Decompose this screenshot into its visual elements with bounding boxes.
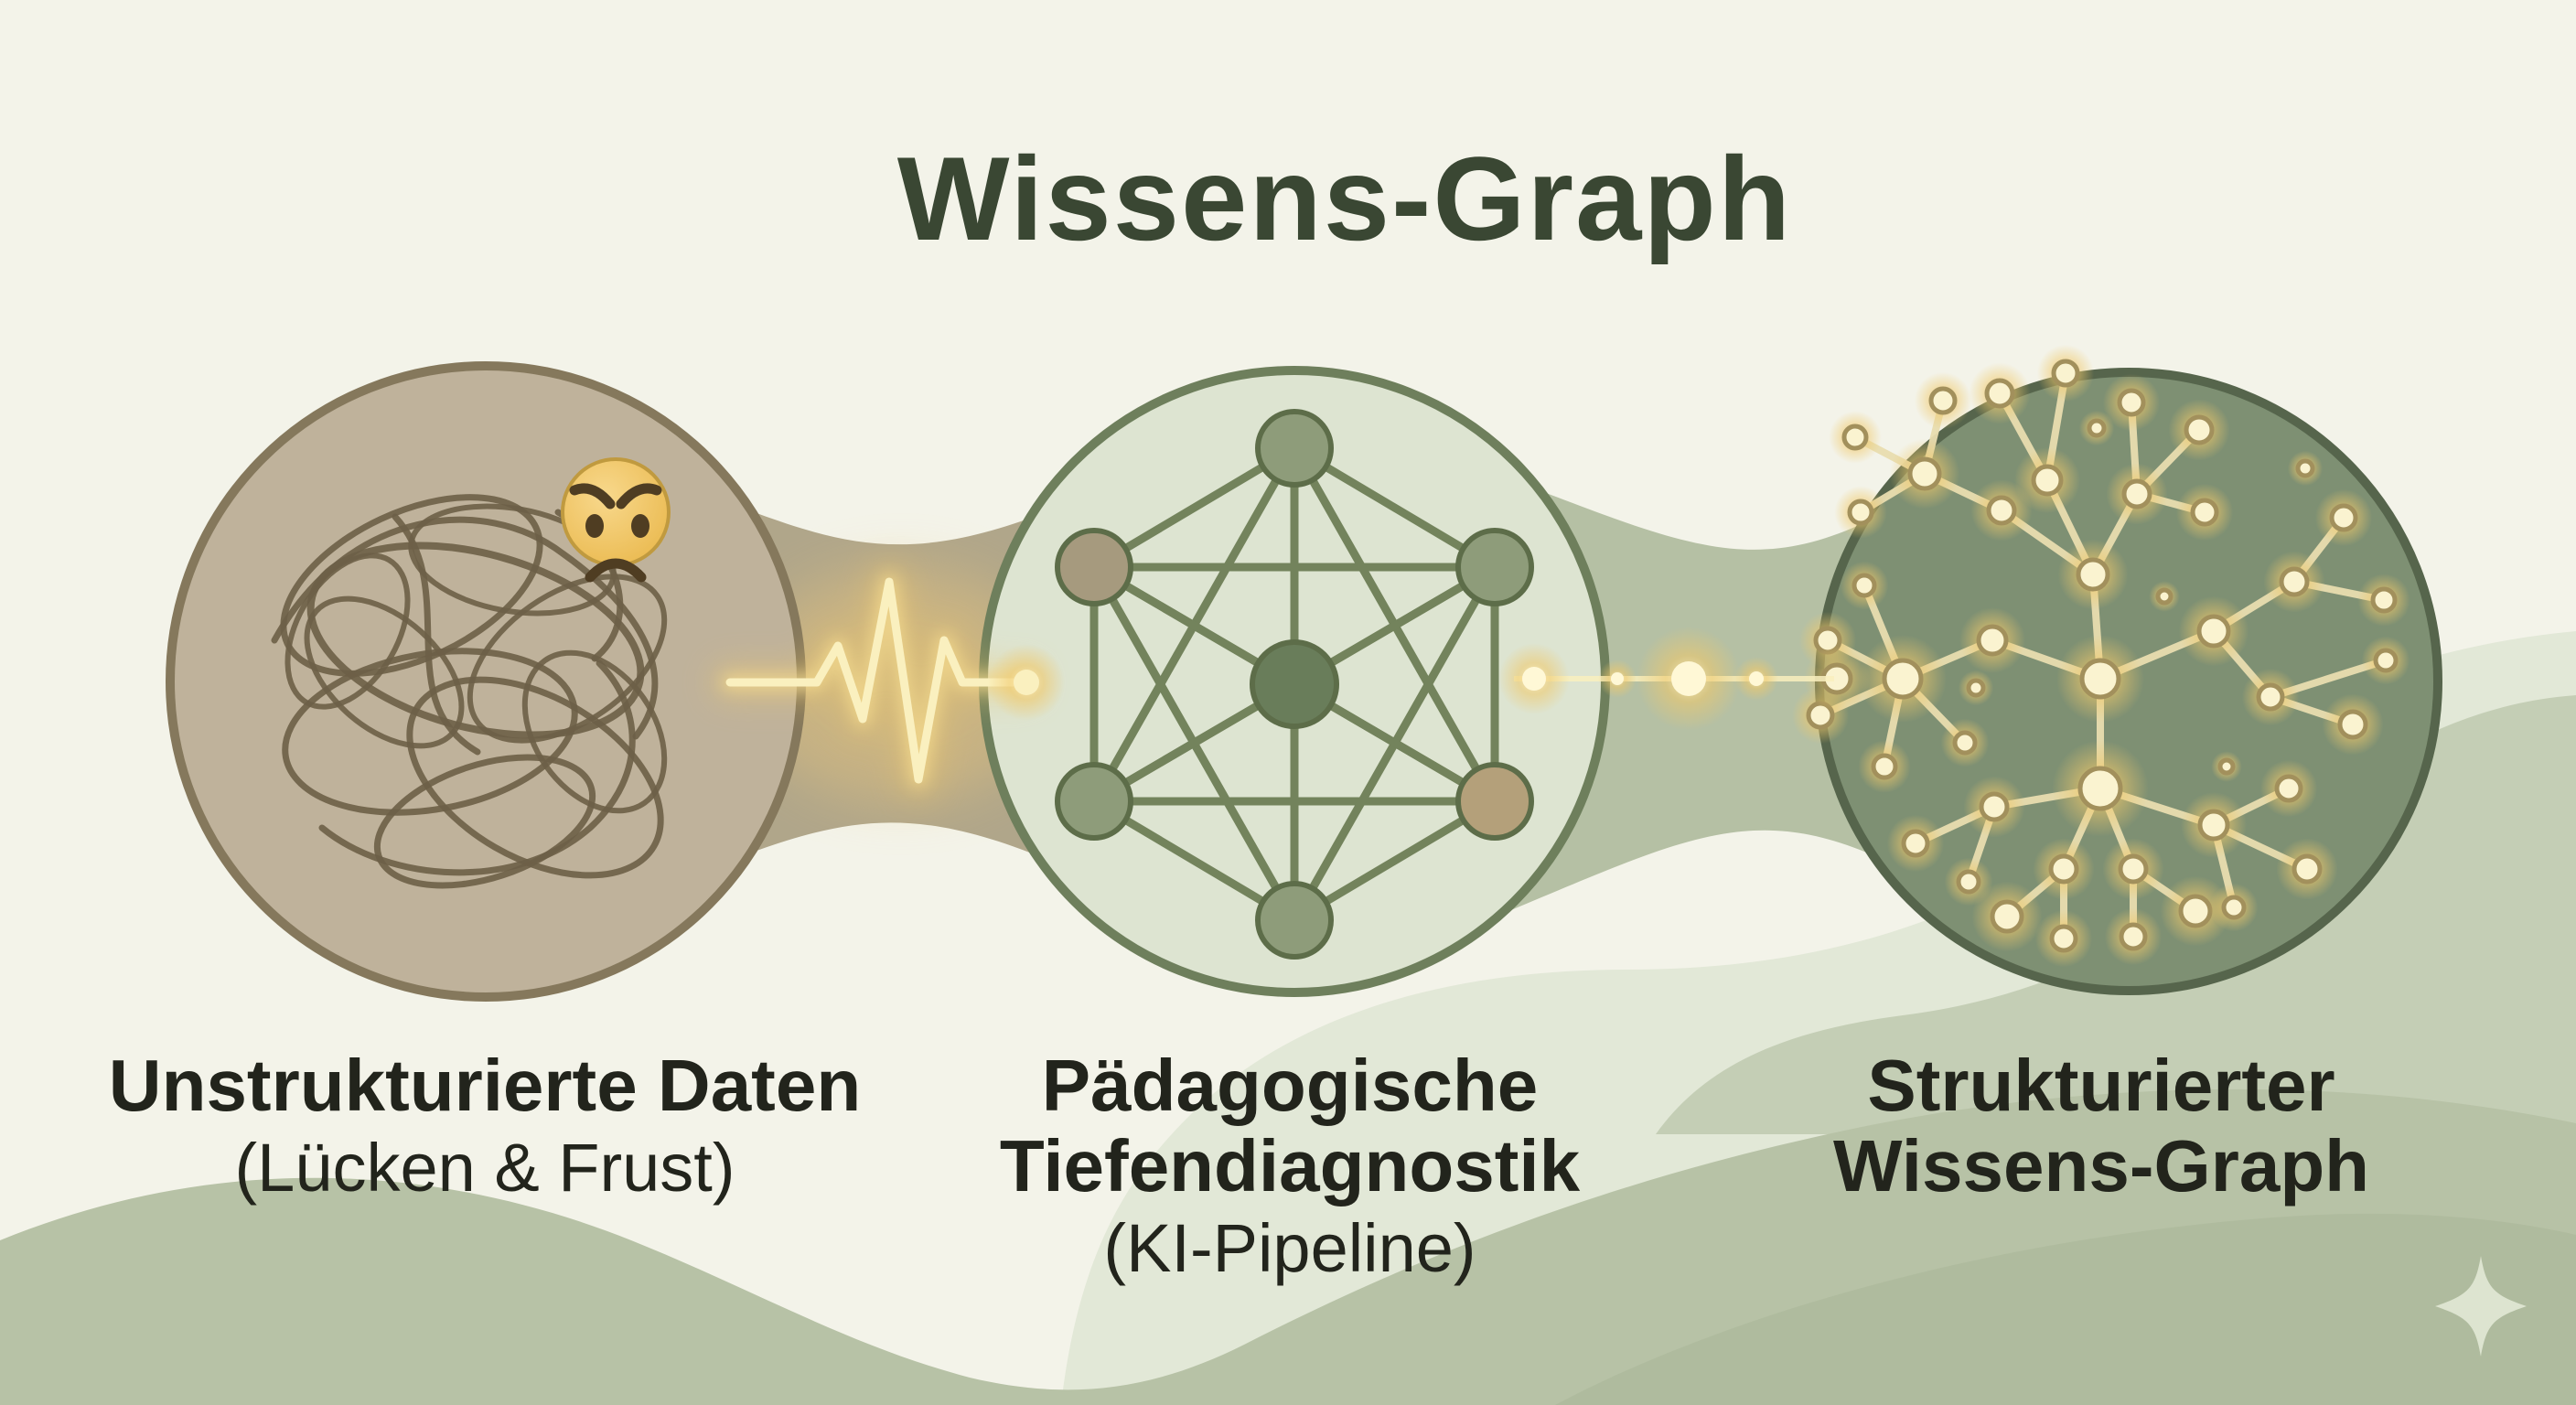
tree-node [2051, 359, 2080, 388]
pulse-line [725, 577, 1027, 784]
tree-node [2197, 809, 2230, 842]
scribble-loop [467, 574, 668, 744]
tree-node [1852, 573, 1877, 598]
tree-node [1986, 495, 2017, 526]
tree-node [2119, 922, 2148, 951]
mesh-node [1055, 528, 1133, 606]
mesh-node [1455, 528, 1534, 606]
label-unstructured-subtitle: (Lücken & Frust) [235, 1130, 735, 1206]
tree-node [1956, 869, 1981, 895]
label-pipeline-title-line1: Pädagogische [1042, 1045, 1538, 1126]
emoji-left-eye [585, 514, 604, 538]
tree-node [2256, 682, 2285, 712]
mesh-node [1455, 762, 1534, 841]
connector-dot [1611, 672, 1624, 685]
tree-node [2337, 709, 2368, 740]
tree-node [1979, 791, 2010, 822]
mesh-node [1255, 881, 1334, 960]
tree-node [2184, 414, 2215, 445]
tree-node [1901, 829, 1930, 858]
tree-node [2155, 587, 2174, 606]
angry-emoji-icon [561, 457, 671, 583]
tree-node [1841, 424, 1869, 451]
tree-node [2292, 853, 2323, 885]
tangled-scribble-icon [271, 494, 668, 889]
tree-node [2117, 388, 2146, 417]
glow-dots-connector [1498, 627, 1834, 731]
tree-node [2373, 648, 2399, 673]
tree-node [2079, 658, 2121, 700]
scribble-loop [284, 552, 411, 710]
pulse-end-dot [1014, 670, 1039, 695]
tree-node [1928, 386, 1958, 415]
tree-node [2279, 566, 2310, 597]
scribble-loop [521, 649, 668, 814]
mesh-node [1250, 639, 1339, 729]
sparkle-icon [2435, 1256, 2527, 1357]
emoji-frown-mouth [585, 558, 647, 583]
stage-knowledge-graph-circle [1791, 344, 2442, 995]
label-graph-title-line2: Wissens-Graph [1833, 1125, 2369, 1207]
tree-node [2196, 614, 2231, 649]
tree-node [2121, 478, 2152, 509]
tree-node [2077, 766, 2123, 811]
label-graph-title-line1: Strukturierter [1867, 1045, 2334, 1126]
pulse-wave-connector [710, 562, 1065, 799]
tree-node [2087, 418, 2107, 438]
mesh-node [1055, 762, 1133, 841]
tree-node [1907, 456, 1942, 491]
tree-node [2370, 586, 2398, 614]
tree-node [2190, 498, 2219, 527]
scribble-loop [406, 676, 664, 879]
tree-node [2217, 757, 2236, 776]
tree-node [1984, 378, 2015, 409]
emoji-left-brow [569, 483, 616, 509]
tree-node [1882, 658, 1924, 700]
connector-dot [1671, 661, 1706, 696]
emoji-right-eye [631, 514, 649, 538]
tree-node [1990, 899, 2024, 934]
mesh-network-icon [1055, 409, 1534, 960]
label-unstructured-title: Unstrukturierte Daten [109, 1045, 861, 1126]
tree-node [1952, 730, 1978, 756]
stage-unstructured-circle [166, 361, 806, 1002]
scribble-stroke [392, 513, 481, 756]
tree-node [1976, 624, 2009, 657]
tree-node [2178, 894, 2213, 928]
glowing-tree-graph-icon [1791, 344, 2410, 968]
tree-node [2274, 774, 2303, 803]
tree-node [1871, 753, 1898, 780]
tree-node [1966, 678, 1986, 698]
tree-node [2049, 924, 2078, 953]
tree-node [2031, 464, 2064, 497]
mesh-node [1255, 409, 1334, 488]
label-pipeline-subtitle: (KI-Pipeline) [1103, 1210, 1476, 1286]
connector-dot [1522, 667, 1546, 691]
scribble-stroke [318, 660, 636, 876]
tree-node [1847, 499, 1874, 526]
tree-node [2118, 853, 2149, 885]
emoji-face [561, 457, 671, 567]
tree-node [2076, 557, 2110, 592]
diagram-title: Wissens-Graph [897, 132, 1792, 265]
emoji-right-brow [616, 483, 662, 509]
background-wave-sage-corner [1555, 1213, 2576, 1405]
stage-pipeline-circle [979, 366, 1610, 997]
tree-node [2221, 895, 2247, 920]
tree-node [2295, 458, 2315, 478]
scribble-stroke [271, 516, 659, 740]
tree-node [2329, 503, 2358, 532]
label-pipeline-title-line2: Tiefendiagnostik [1000, 1125, 1581, 1207]
connector-dot [1749, 671, 1764, 686]
tree-node [2048, 853, 2079, 885]
